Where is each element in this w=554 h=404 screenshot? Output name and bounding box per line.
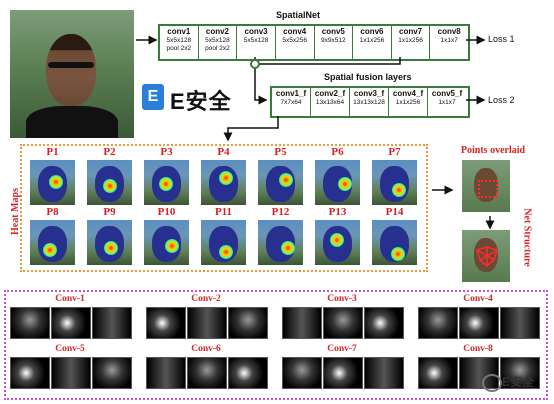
heatmap-image xyxy=(30,160,75,205)
feature-map-image xyxy=(500,357,540,389)
feature-map-image xyxy=(323,357,363,389)
feature-map-image xyxy=(51,357,91,389)
feature-map-image xyxy=(500,307,540,339)
feature-map-image xyxy=(282,307,322,339)
heatmap-label: P8 xyxy=(46,206,59,218)
feature-map-image xyxy=(228,357,268,389)
heatmap-label: P6 xyxy=(331,146,344,158)
conv-label: Conv-5 xyxy=(55,344,85,354)
heatmap-image xyxy=(201,220,246,265)
feature-map-image xyxy=(282,357,322,389)
feature-map-image xyxy=(92,357,132,389)
heatmap-label: P2 xyxy=(103,146,116,158)
feature-map-image xyxy=(323,307,363,339)
feature-map-image xyxy=(459,307,499,339)
loss1-label: Loss 1 xyxy=(488,34,515,44)
heatmap-image xyxy=(144,160,189,205)
heatmap-image xyxy=(30,220,75,265)
heatmap-label: P11 xyxy=(214,206,233,218)
heatmap-label: P9 xyxy=(103,206,116,218)
heatmap-image xyxy=(372,160,417,205)
heatmap-image xyxy=(144,220,189,265)
feature-map-image xyxy=(51,307,91,339)
heatmap-label: P3 xyxy=(160,146,173,158)
heatmap-image xyxy=(87,220,132,265)
feature-map-image xyxy=(10,307,50,339)
watermark-text: E安全 xyxy=(170,89,232,114)
net-structure-image xyxy=(462,230,510,282)
heatmap-label: P1 xyxy=(46,146,59,158)
feature-map-image xyxy=(364,357,404,389)
heatmap-label: P5 xyxy=(274,146,287,158)
conv-label: Conv-3 xyxy=(327,294,357,304)
feature-map-image xyxy=(187,357,227,389)
spatialnet-title: SpatialNet xyxy=(276,10,321,20)
loss2-label: Loss 2 xyxy=(488,95,515,105)
heatmap-image xyxy=(315,220,360,265)
feature-map-image xyxy=(364,307,404,339)
feature-map-image xyxy=(92,307,132,339)
heatmap-label: P7 xyxy=(388,146,401,158)
points-overlaid-label: Points overlaid xyxy=(460,145,526,156)
e-logo-icon: E xyxy=(142,84,164,110)
heatmap-label: P12 xyxy=(271,206,290,218)
heatmap-image xyxy=(258,220,303,265)
heatmaps-label: Heat Maps xyxy=(9,188,21,235)
points-overlaid-image xyxy=(462,160,510,212)
heatmap-label: P4 xyxy=(217,146,230,158)
conv-label: Conv-4 xyxy=(463,294,493,304)
conv-label: Conv-7 xyxy=(327,344,357,354)
conv-label: Conv-8 xyxy=(463,344,493,354)
feature-map-image xyxy=(228,307,268,339)
heatmap-label: P13 xyxy=(328,206,347,218)
fusion-title: Spatial fusion layers xyxy=(324,72,412,82)
heatmap-label: P14 xyxy=(385,206,404,218)
heatmap-label: P10 xyxy=(157,206,176,218)
conv-maps-box xyxy=(4,290,548,400)
heatmap-image xyxy=(315,160,360,205)
heatmap-image xyxy=(258,160,303,205)
footer-watermark: E安全 xyxy=(502,375,535,389)
heatmap-image xyxy=(372,220,417,265)
conv-label: Conv-1 xyxy=(55,294,85,304)
feature-map-image xyxy=(146,307,186,339)
wechat-icon xyxy=(482,374,502,392)
feature-map-image xyxy=(418,357,458,389)
conv-label: Conv-6 xyxy=(191,344,221,354)
heatmap-image xyxy=(201,160,246,205)
feature-map-image xyxy=(418,307,458,339)
net-structure-label: Net Structure xyxy=(521,208,533,267)
heatmap-image xyxy=(87,160,132,205)
feature-map-image xyxy=(10,357,50,389)
feature-map-image xyxy=(146,357,186,389)
input-photo xyxy=(10,10,134,138)
heatmaps-box xyxy=(20,144,428,272)
feature-map-image xyxy=(187,307,227,339)
conv-label: Conv-2 xyxy=(191,294,221,304)
